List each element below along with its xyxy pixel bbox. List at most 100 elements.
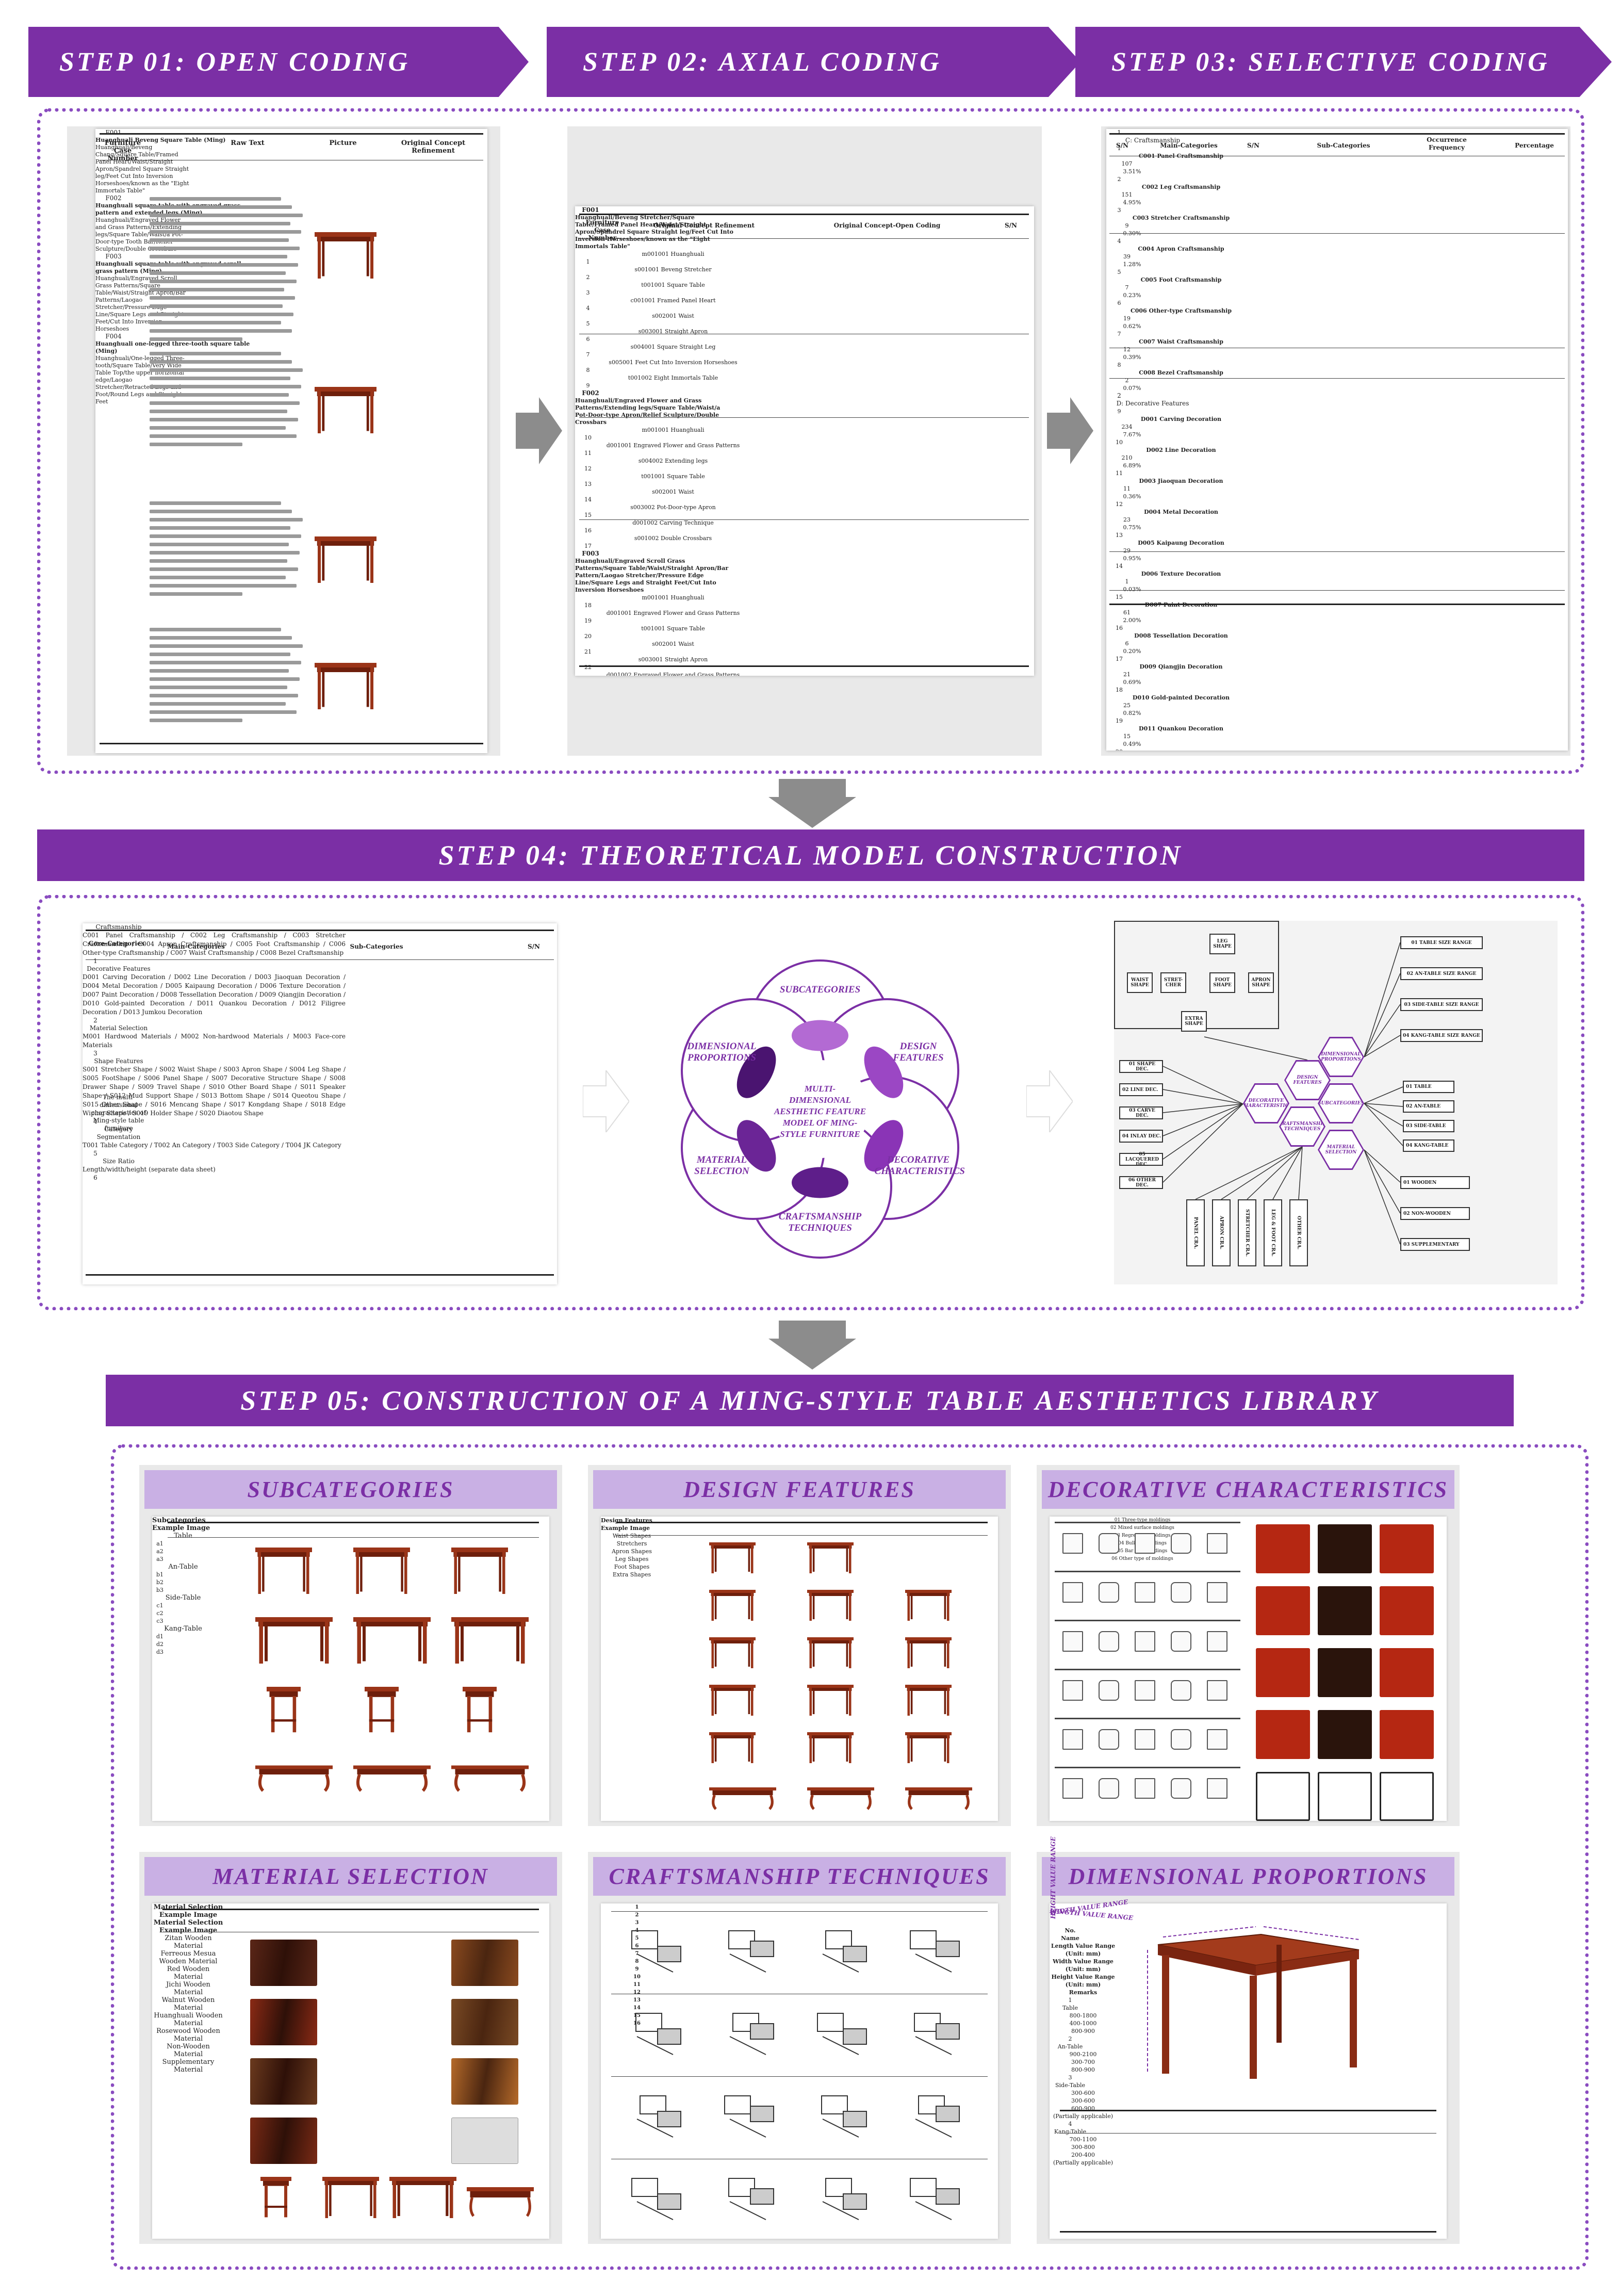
sc-pct: 0.07% (1123, 385, 1141, 392)
oc-raw-text-line (150, 214, 303, 217)
sc-sub-name: D004 Metal Decoration (1144, 509, 1218, 515)
petal-number: 06 (638, 972, 651, 984)
ac-code: s003001 Straight Apron (638, 656, 708, 663)
oc-case-title: Huanghuali one-legged three-tooth square… (95, 340, 250, 354)
rulethin (1055, 1718, 1240, 1719)
sub-example-image (451, 1617, 529, 1664)
library-panel-dimensional-proportions: DIMENSIONAL PROPORTIONS WIDTH VALUE RANG… (1037, 1836, 1460, 2244)
molding-profile-icon (1062, 1582, 1083, 1603)
ac-sn: 7 (586, 351, 590, 358)
oc-raw-text-line (150, 426, 286, 430)
sub-example-caption: d3 (156, 1649, 164, 1655)
oc-case-picture (315, 663, 376, 709)
diagram-dec-box: 04 INLAY DEC. (1119, 1130, 1163, 1143)
step-04-title: STEP 04: THEORETICAL MODEL CONSTRUCTION (438, 840, 1183, 871)
rulethin (1055, 1522, 1240, 1523)
dim-cell: 300-700 (1071, 2059, 1095, 2065)
open-coding-sheet: Furniture Case Number Raw Text Picture O… (95, 129, 487, 753)
flow-arrow-2 (1047, 397, 1093, 464)
sc-freq: 15 (1123, 733, 1131, 740)
sc-sub-sn: 2 (1117, 176, 1121, 183)
sc-freq: 21 (1123, 671, 1131, 678)
mt-sn: 6 (93, 1174, 97, 1181)
dim-cell: Side-Table (1055, 2082, 1086, 2089)
dim-cell: 200-400 (1071, 2152, 1095, 2158)
sub-example-image (353, 1765, 431, 1792)
material-example-image (322, 2177, 379, 2218)
design-example-image (905, 1590, 952, 1621)
material-header: Example Image (159, 1911, 218, 1919)
dim-cell: 400-1000 (1069, 2020, 1097, 2027)
sc-divider (1109, 378, 1565, 379)
mt-header-sub: Sub-Categories (350, 943, 403, 950)
ac-sn: 17 (584, 543, 592, 549)
design-example-image (807, 1637, 854, 1668)
sc-freq: 25 (1123, 702, 1131, 709)
dim-cell: 800-900 (1071, 2066, 1095, 2073)
oc-case-id: F004 (105, 333, 122, 340)
petal-number: 05 (638, 960, 651, 972)
sc-sub-name: C003 Stretcher Craftsmanship (1132, 215, 1230, 221)
ac-code: d001002 Engraved Flower and Grass Patter… (606, 672, 740, 676)
sc-sub-name: C005 Foot Craftsmanship (1140, 276, 1222, 283)
step-05-banner: STEP 05: CONSTRUCTION OF A MING-STYLE TA… (106, 1375, 1514, 1426)
design-row-name: Extra Shapes (612, 1571, 651, 1578)
craft-joint-drawing (817, 2013, 867, 2055)
sc-freq: 19 (1123, 315, 1131, 322)
diagram-material-box: 01 WOODEN (1400, 1176, 1470, 1189)
sub-example-image (255, 1617, 333, 1664)
sub-row-name: An-Table (168, 1563, 198, 1571)
molding-profile-icon (1099, 1533, 1119, 1554)
diagram-hex-label: DESIGN FEATURES (1286, 1062, 1329, 1099)
sc-pct: 0.95% (1123, 555, 1141, 562)
ac-sn: 20 (584, 633, 592, 640)
sc-sub-name: C002 Leg Craftsmanship (1141, 184, 1221, 190)
sc-sub-sn: 5 (1117, 269, 1121, 275)
height-range-label: HEIGHT VALUE RANGE (1050, 1836, 1057, 1919)
diagram-dec-box: 06 OTHER DEC. (1119, 1176, 1163, 1189)
ac-sn: 11 (584, 450, 592, 457)
sub-example-caption: d1 (156, 1633, 164, 1640)
diagram-craft-box: PANEL CRA. (1186, 1199, 1205, 1266)
decorative-molding-label: 06 Other type of moldings (1111, 1556, 1173, 1561)
molding-profile-icon (1171, 1582, 1191, 1603)
design-row-name: Stretchers (616, 1540, 647, 1547)
sub-example-caption: c3 (156, 1618, 163, 1624)
sc-freq: 1 (1125, 578, 1129, 585)
petal-number: 04 (638, 949, 651, 960)
diagram-dec-box: 05 LACQUERED DEC. (1119, 1152, 1163, 1167)
craft-technique-number: 7 (635, 1951, 639, 1957)
petal-label: DECORATIVE CHARACTERISTICS (874, 1154, 965, 1177)
dim-cell: 300-600 (1071, 2090, 1095, 2096)
oc-case-concepts: Huanghuali/Beveng Chang/Square Table/Fra… (95, 144, 189, 194)
petal-label: CRAFTSMANSHIP TECHNIQUES (778, 1211, 862, 1233)
mt-sub-categories: M001 Hardwood Materials / M002 Non-hardw… (83, 1033, 346, 1049)
ac-code: t001001 Square Table (641, 625, 705, 632)
sub-example-image (353, 1548, 410, 1594)
rulethin (168, 1537, 539, 1538)
axial-coding-sheet: Furniture Case Number Original Concept R… (575, 206, 1034, 676)
craft-joint-drawing (914, 2013, 960, 2055)
sc-pct: 0.49% (1123, 741, 1141, 747)
material-name: Huanghuali Wooden Material (154, 2012, 223, 2027)
craft-technique-number: 6 (635, 1943, 639, 1949)
material-name: Rosewood Wooden Material (156, 2027, 220, 2043)
sc-divider (1109, 551, 1565, 552)
sc-sub-name: C007 Waist Craftsmanship (1139, 338, 1223, 345)
sc-freq: 12 (1123, 346, 1131, 353)
decorative-molding-label: 01 Three-type moldings (1114, 1518, 1171, 1523)
sc-sub-name: D006 Texture Decoration (1141, 571, 1221, 577)
oc-header-case: Furniture Case Number (104, 139, 141, 162)
design-example-image (709, 1590, 756, 1621)
molding-profile-icon (1099, 1631, 1119, 1652)
decorative-example-swatch (1256, 1586, 1310, 1635)
sub-example-image (463, 1687, 497, 1733)
rulethin (611, 1911, 988, 1912)
sc-freq: 7 (1125, 284, 1129, 291)
oc-raw-text-line (150, 352, 281, 355)
diagram-hex: DESIGN FEATURES (1284, 1060, 1331, 1100)
dim-cell: 900-2100 (1069, 2051, 1097, 2058)
design-example-image (807, 1542, 854, 1573)
